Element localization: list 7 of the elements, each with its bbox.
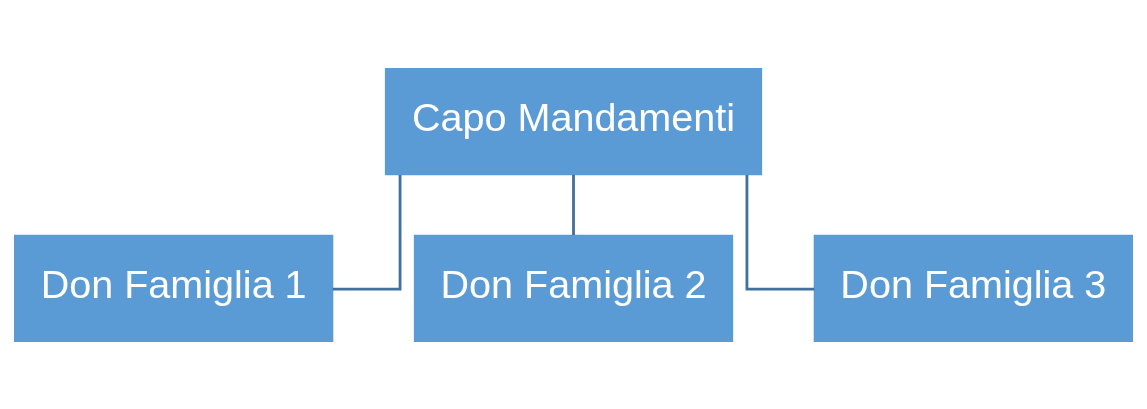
connector — [745, 174, 815, 290]
node-box: Don Famiglia 2 — [413, 234, 734, 342]
node-box: Capo Mandamenti — [384, 67, 763, 175]
node-box: Don Famiglia 1 — [13, 234, 334, 342]
node-box: Don Famiglia 3 — [813, 234, 1134, 342]
connector — [572, 174, 575, 235]
connector — [332, 174, 402, 290]
